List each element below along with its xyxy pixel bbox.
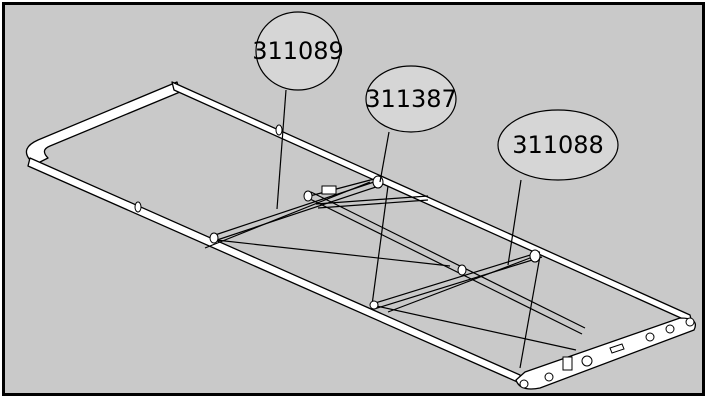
callout-311387: 311387: [365, 65, 457, 133]
leader-line-311088: [507, 179, 522, 266]
leader-line-311387: [379, 131, 390, 183]
cross-tube-2: [371, 251, 541, 305]
part-number-label: 311088: [512, 131, 604, 159]
callout-bubble: [365, 65, 457, 133]
part-number-label: 311387: [365, 85, 457, 113]
brace-wire: [215, 239, 451, 267]
left-end-rail: [25, 81, 181, 164]
callout-311089: 311089: [252, 11, 344, 91]
hardware: [134, 124, 695, 389]
callout-bubble: [255, 11, 341, 91]
bottom-long-rail: [27, 157, 523, 385]
inner-rails: [204, 177, 586, 369]
callout-311088: 311088: [497, 109, 619, 181]
leader-lines: [276, 89, 522, 266]
part-number-label: 311089: [252, 37, 344, 65]
upright-post: [371, 185, 389, 306]
leader-line-311089: [276, 89, 287, 210]
frame-assembly: [25, 81, 697, 390]
callout-bubble: [497, 109, 619, 181]
